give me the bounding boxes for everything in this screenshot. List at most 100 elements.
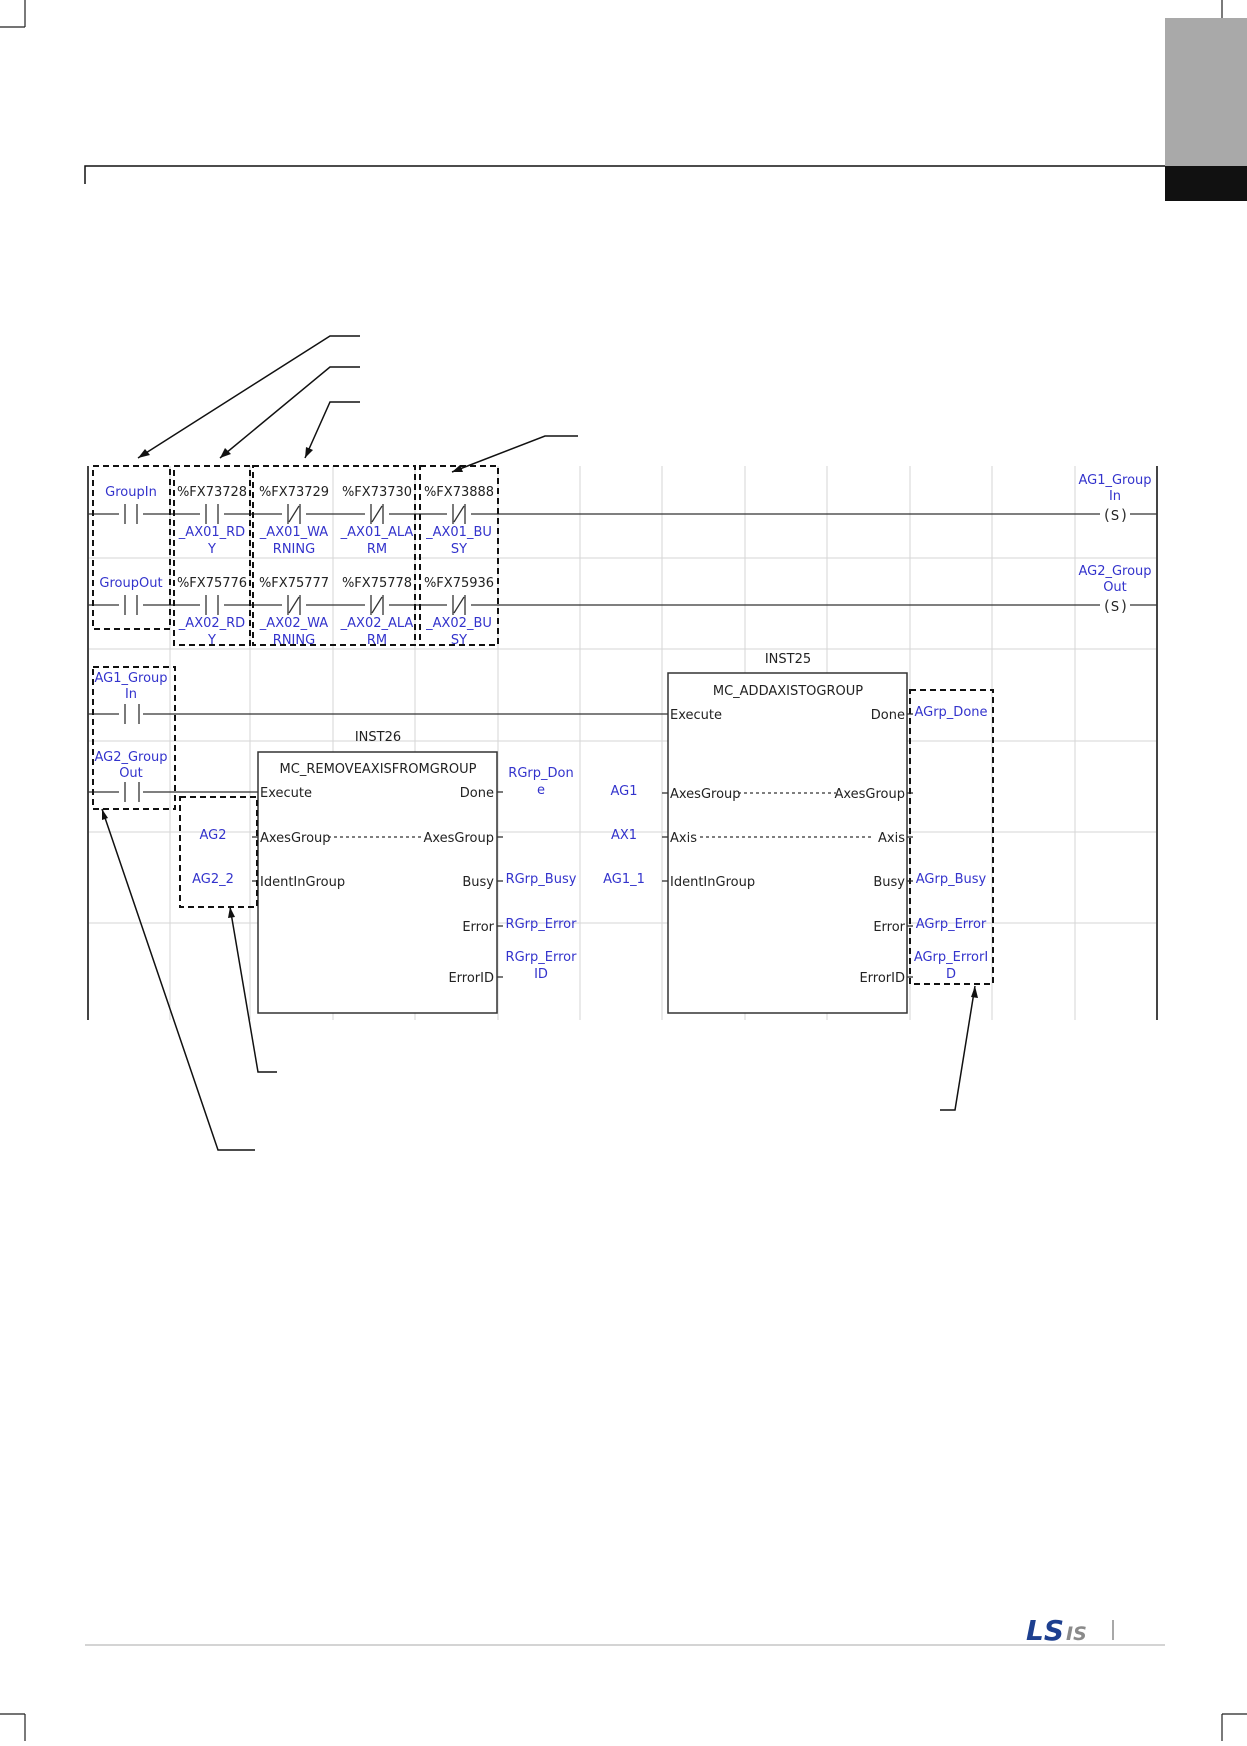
contact-address: %FX73730 <box>342 485 412 500</box>
contact-label: Out <box>119 766 143 781</box>
var-rgrp-errorid[interactable]: RGrp_Error <box>506 950 578 965</box>
coil-label: AG1_Group <box>1078 473 1151 488</box>
contact-symbol: _AX02_RD <box>178 616 245 631</box>
coil-label: In <box>1109 489 1121 504</box>
contact-address: GroupOut <box>99 576 162 591</box>
contact-address: %FX73888 <box>424 485 494 500</box>
pin-identingroup: IdentInGroup <box>260 875 345 890</box>
pin-identingroup: IdentInGroup <box>670 875 755 890</box>
coil-symbol: S <box>1111 509 1119 524</box>
coil-ag1-group-in[interactable]: AG1_Group In ( S ) <box>1078 473 1151 524</box>
contact-symbol-cont: Y <box>207 542 216 557</box>
ladder-grid <box>88 466 1157 1020</box>
pin-busy: Busy <box>873 875 905 890</box>
annotation-leaders-top <box>137 335 578 473</box>
coil-right-paren: ) <box>1121 597 1127 615</box>
inst25-variables: AG1 AX1 AG1_1 AGrp_Done AGrp_Busy AGrp_E… <box>603 705 988 982</box>
coil-ag2-group-out[interactable]: AG2_Group Out ( S ) <box>1078 564 1151 615</box>
function-block-inst25[interactable]: INST25 MC_ADDAXISTOGROUP Execute AxesGro… <box>662 652 913 1014</box>
rung-1-contact-1[interactable]: GroupIn <box>105 485 157 524</box>
logo-suffix: IS <box>1066 1623 1087 1645</box>
pin-busy: Busy <box>462 875 494 890</box>
instance-name: INST25 <box>765 652 811 667</box>
pin-axesgroup-in: AxesGroup <box>260 831 331 846</box>
contact-label: AG1_Group <box>94 671 167 686</box>
coil-right-paren: ) <box>1121 506 1127 524</box>
pin-done: Done <box>460 786 494 801</box>
header-rule <box>84 165 1165 184</box>
dashed-highlight-boxes <box>92 465 994 985</box>
function-block-inst26[interactable]: INST26 MC_REMOVEAXISFROMGROUP Execute Ax… <box>252 730 503 1014</box>
coil-left-paren: ( <box>1104 506 1110 524</box>
rung-wires <box>88 513 1157 793</box>
logo-text: LS <box>1026 1614 1064 1647</box>
var-rgrp-done[interactable]: RGrp_Don <box>508 766 573 781</box>
rung-3-contact-ag1-group-in[interactable]: AG1_Group In <box>94 671 168 724</box>
contact-symbol: _AX02_ALA <box>340 616 414 631</box>
contact-symbol: _AX02_WA <box>259 616 328 631</box>
pin-axesgroup-out: AxesGroup <box>834 787 905 802</box>
ls-is-logo: LS IS <box>1026 1614 1114 1647</box>
contact-address: %FX75776 <box>177 576 247 591</box>
var-ag1[interactable]: AG1 <box>610 784 637 799</box>
contact-symbol: _AX01_WA <box>259 525 328 540</box>
contact-symbol: _AX01_ALA <box>340 525 414 540</box>
coil-symbol: S <box>1111 600 1119 615</box>
chapter-tab-light <box>1165 18 1247 166</box>
contact-address: %FX75778 <box>342 576 412 591</box>
pin-axis-out: Axis <box>878 831 905 846</box>
var-ag1-1[interactable]: AG1_1 <box>603 872 645 887</box>
rung-1-contact-2[interactable]: %FX73728_AX01_RDY <box>177 485 247 557</box>
pin-axis-in: Axis <box>670 831 697 846</box>
contact-address: GroupIn <box>105 485 157 500</box>
rung-1-contact-4[interactable]: %FX73730 _AX01_ALA RM <box>340 485 414 557</box>
contact-address: %FX73729 <box>259 485 329 500</box>
contact-label: AG2_Group <box>94 750 167 765</box>
var-rgrp-busy[interactable]: RGrp_Busy <box>506 872 577 887</box>
var-agrp-done[interactable]: AGrp_Done <box>914 705 987 720</box>
contact-address: %FX75777 <box>259 576 329 591</box>
contact-symbol-cont: RM <box>367 542 387 557</box>
contact-symbol-cont: SY <box>451 542 467 557</box>
var-ax1[interactable]: AX1 <box>611 828 637 843</box>
block-name: MC_ADDAXISTOGROUP <box>713 684 863 699</box>
contact-symbol: _AX02_BU <box>425 616 492 631</box>
contact-symbol-cont: RNING <box>273 542 315 557</box>
var-rgrp-done-cont: e <box>537 783 545 798</box>
contact-symbol-cont: Y <box>207 633 216 648</box>
var-agrp-busy[interactable]: AGrp_Busy <box>916 872 987 887</box>
var-agrp-errorid-cont: D <box>946 967 956 982</box>
var-agrp-error[interactable]: AGrp_Error <box>916 917 987 932</box>
contact-label: In <box>125 687 137 702</box>
coil-label: Out <box>1103 580 1127 595</box>
var-ag2-2[interactable]: AG2_2 <box>192 872 234 887</box>
pin-execute: Execute <box>260 786 312 801</box>
coil-left-paren: ( <box>1104 597 1110 615</box>
inst26-variables: AG2 AG2_2 RGrp_Don e RGrp_Busy RGrp_Erro… <box>192 766 577 982</box>
pin-axesgroup-in: AxesGroup <box>670 787 741 802</box>
coil-label: AG2_Group <box>1078 564 1151 579</box>
rung-2-contact-1[interactable]: GroupOut <box>99 576 163 615</box>
contact-address: %FX73728 <box>177 485 247 500</box>
block-name: MC_REMOVEAXISFROMGROUP <box>280 762 477 777</box>
pin-execute: Execute <box>670 708 722 723</box>
rung-2-contact-2[interactable]: %FX75776 _AX02_RD Y <box>177 576 247 648</box>
pin-errorid: ErrorID <box>448 971 494 986</box>
pin-error: Error <box>462 920 494 935</box>
chapter-tab-dark <box>1165 166 1247 201</box>
annotation-leaders-bottom <box>101 808 978 1151</box>
rung-3-contact-ag2-group-out[interactable]: AG2_Group Out <box>94 750 168 802</box>
rung-1-contact-3[interactable]: %FX73729 _AX01_WA RNING <box>259 485 329 557</box>
var-agrp-errorid[interactable]: AGrp_ErrorI <box>914 950 988 965</box>
var-ag2[interactable]: AG2 <box>199 828 226 843</box>
var-rgrp-error[interactable]: RGrp_Error <box>506 917 578 932</box>
rung-2: GroupOut %FX75776 _AX02_RD Y %FX75777 _AX02_W… <box>99 576 494 648</box>
pin-errorid: ErrorID <box>859 971 905 986</box>
pin-axesgroup-out: AxesGroup <box>423 831 494 846</box>
